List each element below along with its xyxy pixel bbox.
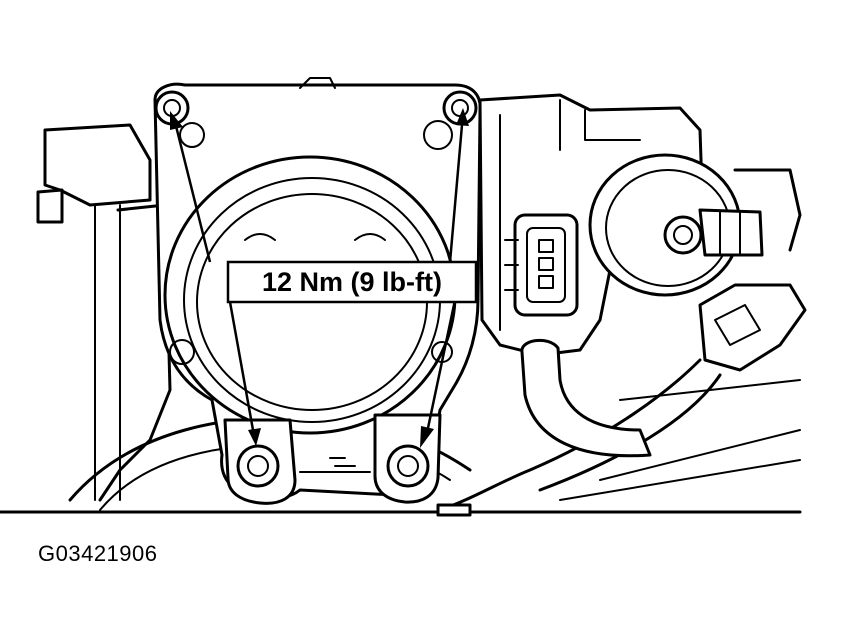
torque-arrow-icon	[228, 301, 261, 446]
upper-right-bolt	[442, 90, 478, 126]
tp-connector	[504, 213, 579, 317]
vacuum-hose	[520, 338, 652, 458]
lower-left-bolt	[223, 418, 297, 505]
torque-arrow-icon	[448, 108, 469, 263]
torque-callout: 12 Nm (9 lb-ft)	[226, 260, 478, 304]
left-bracket	[36, 123, 152, 501]
torque-arrow-icon	[420, 299, 457, 448]
figure-id: G03421906	[38, 541, 158, 566]
wiring-harness	[438, 358, 702, 512]
torque-label: 12 Nm (9 lb-ft)	[262, 267, 442, 297]
lower-right-bolt	[373, 413, 442, 504]
torque-arrows	[170, 108, 469, 448]
iac-motor	[588, 153, 764, 297]
torque-arrow-icon	[170, 111, 212, 263]
harness-connector	[698, 283, 807, 372]
